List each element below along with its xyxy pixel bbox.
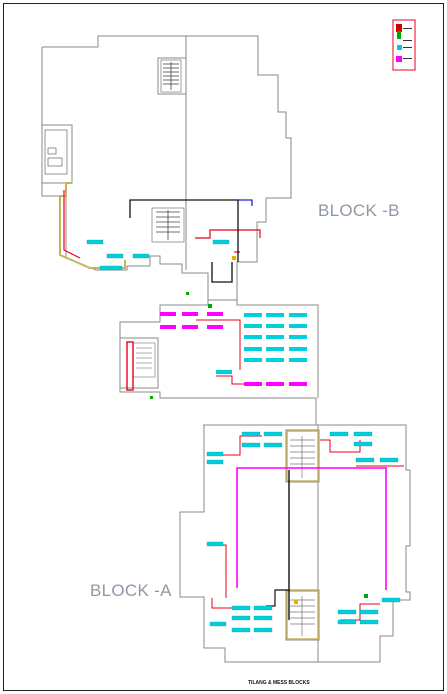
fixtures-block-a [206, 431, 401, 633]
legend-box [392, 19, 416, 71]
olive-route-a [286, 430, 319, 640]
connector-stairs [132, 342, 156, 378]
blue-line [238, 199, 253, 206]
connector-corridor [119, 300, 319, 425]
fixtures-block-b [86, 239, 230, 271]
markers [150, 256, 368, 604]
block-b-stairs [151, 59, 185, 243]
red-routes-connector [196, 319, 244, 385]
sheet-border [3, 3, 444, 691]
block-a-label: BLOCK -A [90, 581, 172, 600]
block-b-label: BLOCK -B [318, 201, 400, 220]
fixtures-connector [160, 312, 307, 386]
block-b-outline [41, 35, 292, 301]
drawing-title: TILANG & MESS BLOCKS [248, 680, 310, 686]
red-routes-block-b [63, 190, 261, 259]
block-a-stairs [290, 436, 315, 636]
magenta-main-a [236, 467, 387, 590]
red-route-connector [126, 341, 134, 391]
block-b-toilet-room [44, 129, 68, 175]
black-route-b [129, 199, 239, 283]
